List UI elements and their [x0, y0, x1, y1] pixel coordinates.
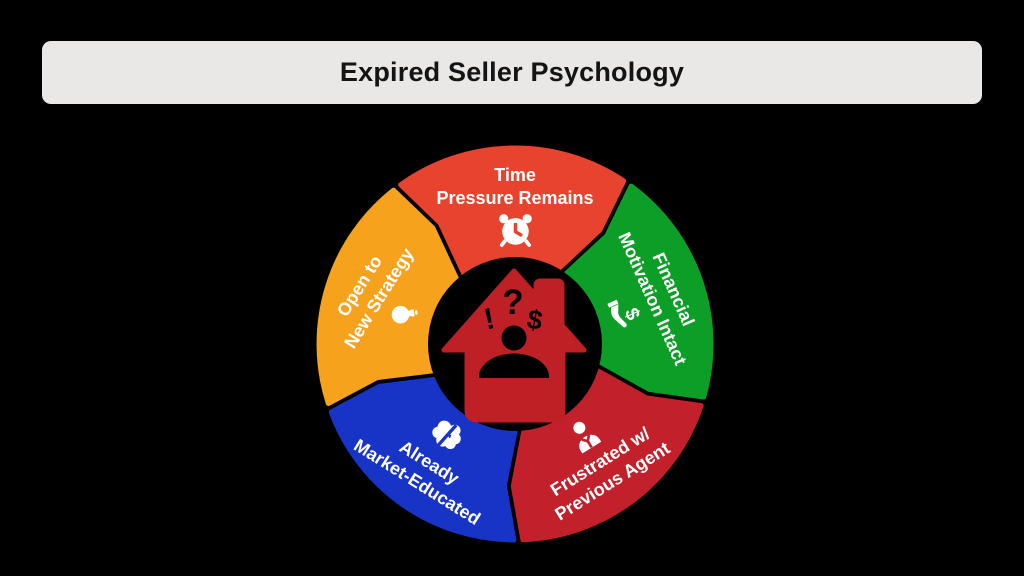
title-bar: Expired Seller Psychology — [42, 41, 982, 104]
house-symbols: ! ? $ — [479, 283, 549, 378]
segment-frustrated-w-previous-agent — [510, 368, 704, 543]
segment-time-pressure-remains — [398, 145, 627, 277]
page-title: Expired Seller Psychology — [339, 57, 685, 87]
dollar-symbol: $ — [525, 304, 545, 336]
distressed-house-icon: ! ? $ — [428, 257, 602, 431]
person-head — [501, 325, 527, 351]
person-shoulders — [479, 353, 549, 378]
question-symbol: ? — [502, 283, 523, 322]
